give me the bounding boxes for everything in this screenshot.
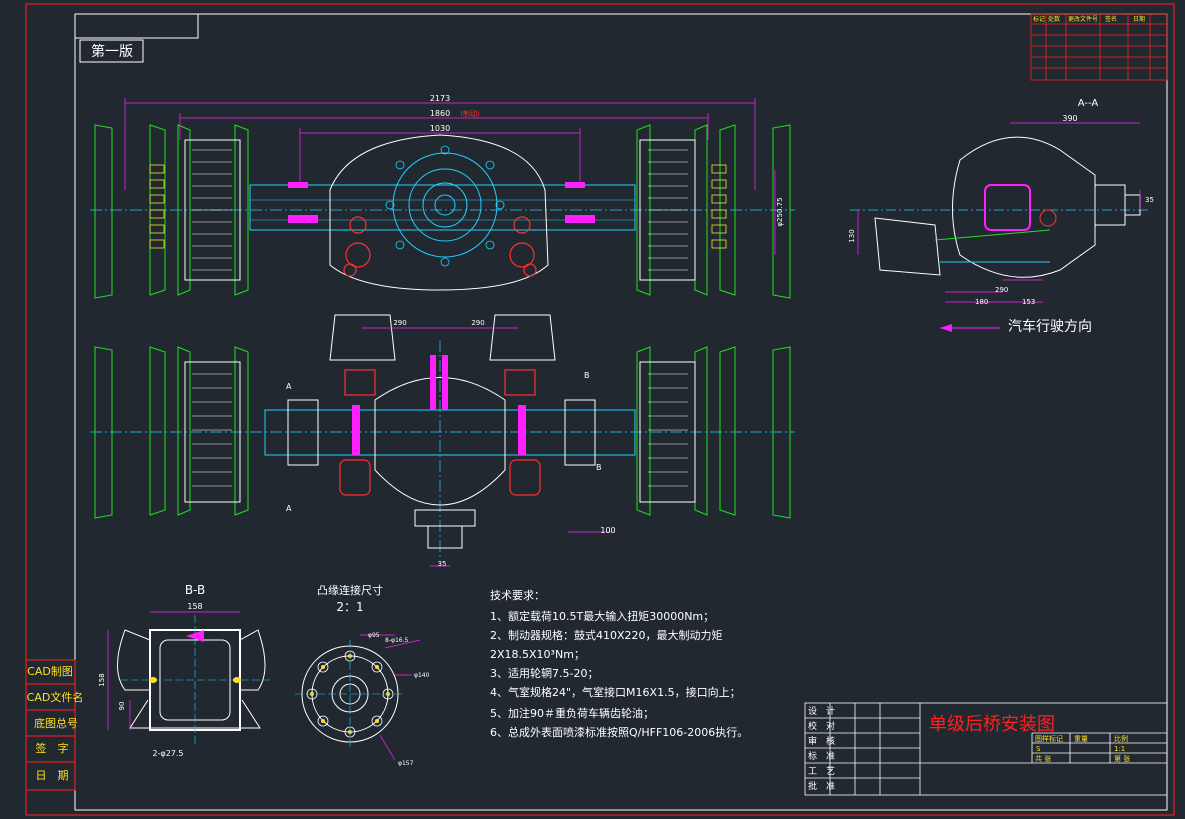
dim-158: 158 <box>187 602 202 611</box>
dim-35: 35 <box>438 560 447 568</box>
role-check: 校 对 <box>808 720 835 732</box>
dim-35-aa: 35 <box>1145 196 1154 204</box>
inner-frame <box>74 13 1168 811</box>
version-box-outline <box>75 14 199 39</box>
tb-total-sheets: 共 张 <box>1035 754 1051 763</box>
bottom-view-assembly <box>90 314 795 567</box>
section-aa-view <box>850 122 1150 332</box>
section-aa-title: A--A <box>1078 98 1099 109</box>
section-a-bottom: A <box>286 504 292 513</box>
role-approve: 批 准 <box>808 780 835 792</box>
dim-290-left: 290 <box>393 319 406 327</box>
role-review: 审 核 <box>808 735 835 747</box>
version-label: 第一版 <box>91 43 133 60</box>
dim-290-aa: 290 <box>995 286 1008 294</box>
dim-brake-note: (制动) <box>460 109 480 118</box>
top-view-assembly <box>90 98 795 299</box>
section-bb-view <box>107 611 270 745</box>
dim-153: 153 <box>1022 298 1035 306</box>
dim-1860: 1860 <box>430 109 450 118</box>
tb-weight: 重量 <box>1074 735 1088 743</box>
dim-1030: 1030 <box>430 124 450 133</box>
dim-130: 130 <box>848 229 856 242</box>
dim-phi157: φ157 <box>398 760 414 767</box>
tb-mark: 图样标记 <box>1035 734 1063 743</box>
rev-head-mark: 标记 <box>1033 15 1045 23</box>
revision-header: 标记 处数 更改文件号 签名 日期 <box>1033 15 1145 23</box>
driving-direction-label: 汽车行驶方向 <box>1008 318 1092 335</box>
section-b-top: B <box>584 371 590 380</box>
dim-8x16: 8-φ16.5 <box>385 637 408 644</box>
dim-390: 390 <box>1062 114 1077 123</box>
outer-frame <box>25 3 1175 816</box>
tech-line-3: 2X18.5X10³Nm； <box>490 648 585 661</box>
stamp-base-number: 底图总号 <box>34 716 78 730</box>
stamp-date: 日 期 <box>36 769 69 782</box>
tb-ratio: 1:1 <box>1114 745 1125 753</box>
section-a-top: A <box>286 382 292 391</box>
dim-158-vertical: 158 <box>98 673 106 686</box>
dim-phi95: φ95 <box>368 632 380 639</box>
tech-line-1: 1、额定载荷10.5T最大输入扭矩30000Nm； <box>490 609 714 623</box>
flange-title: 凸缘连接尺寸 <box>317 583 383 597</box>
tech-line-2: 2、制动器规格：鼓式410X220，最大制动力矩 <box>490 628 723 642</box>
role-standard: 标 准 <box>808 750 835 762</box>
tb-scale: 比例 <box>1114 734 1128 743</box>
dim-2173: 2173 <box>430 94 450 103</box>
stamp-cad-drawing: CAD制图 <box>27 665 73 678</box>
revision-table <box>1030 13 1168 81</box>
tech-line-7: 6、总成外表面喷漆标准按照Q/HFF106-2006执行。 <box>490 725 748 739</box>
role-design: 设 计 <box>808 705 835 717</box>
title-block-right: 图样标记 重量 比例 S 1:1 共 张 第 张 <box>1035 734 1130 763</box>
title-block-roles: 设 计 校 对 审 核 标 准 工 艺 批 准 <box>808 705 835 792</box>
tech-line-4: 3、适用轮辋7.5-20； <box>490 666 598 680</box>
stamp-cad-file: CAD文件名 <box>27 690 84 704</box>
dim-2x27: 2-φ27.5 <box>152 749 183 758</box>
rev-head-doc: 更改文件号 <box>1068 15 1098 23</box>
title-block <box>804 702 1168 796</box>
dim-180: 180 <box>975 298 988 306</box>
tb-sheet-no: 第 张 <box>1114 754 1130 763</box>
tb-s: S <box>1036 745 1041 753</box>
left-stamps: CAD制图 CAD文件名 底图总号 签 字 日 期 <box>25 659 84 791</box>
flange-scale: 2：1 <box>336 600 363 614</box>
tech-line-6: 5、加注90＃重负荷车辆齿轮油； <box>490 706 654 720</box>
dim-phi140: φ140 <box>414 672 430 679</box>
dim-90: 90 <box>118 702 126 711</box>
technical-requirements: 技术要求： 1、额定载荷10.5T最大输入扭矩30000Nm； 2、制动器规格：… <box>490 589 748 739</box>
tech-line-5: 4、气室规格24"，气室接口M16X1.5，接口向上； <box>490 685 741 699</box>
version-box <box>79 39 144 63</box>
drawing-title: 单级后桥安装图 <box>929 714 1055 735</box>
rev-head-sign: 签名 <box>1105 15 1117 23</box>
section-bb-title: B-B <box>185 583 205 597</box>
rev-head-count: 处数 <box>1048 15 1060 23</box>
section-b-bottom: B <box>596 463 602 472</box>
dim-290-right: 290 <box>471 319 484 327</box>
dim-phi250: φ250.75 <box>776 197 784 226</box>
rev-head-date: 日期 <box>1133 15 1145 23</box>
tech-title: 技术要求： <box>490 589 545 602</box>
stamp-signature: 签 字 <box>36 741 69 755</box>
dim-100: 100 <box>600 526 615 535</box>
role-process: 工 艺 <box>808 766 835 777</box>
flange-view <box>295 634 421 761</box>
